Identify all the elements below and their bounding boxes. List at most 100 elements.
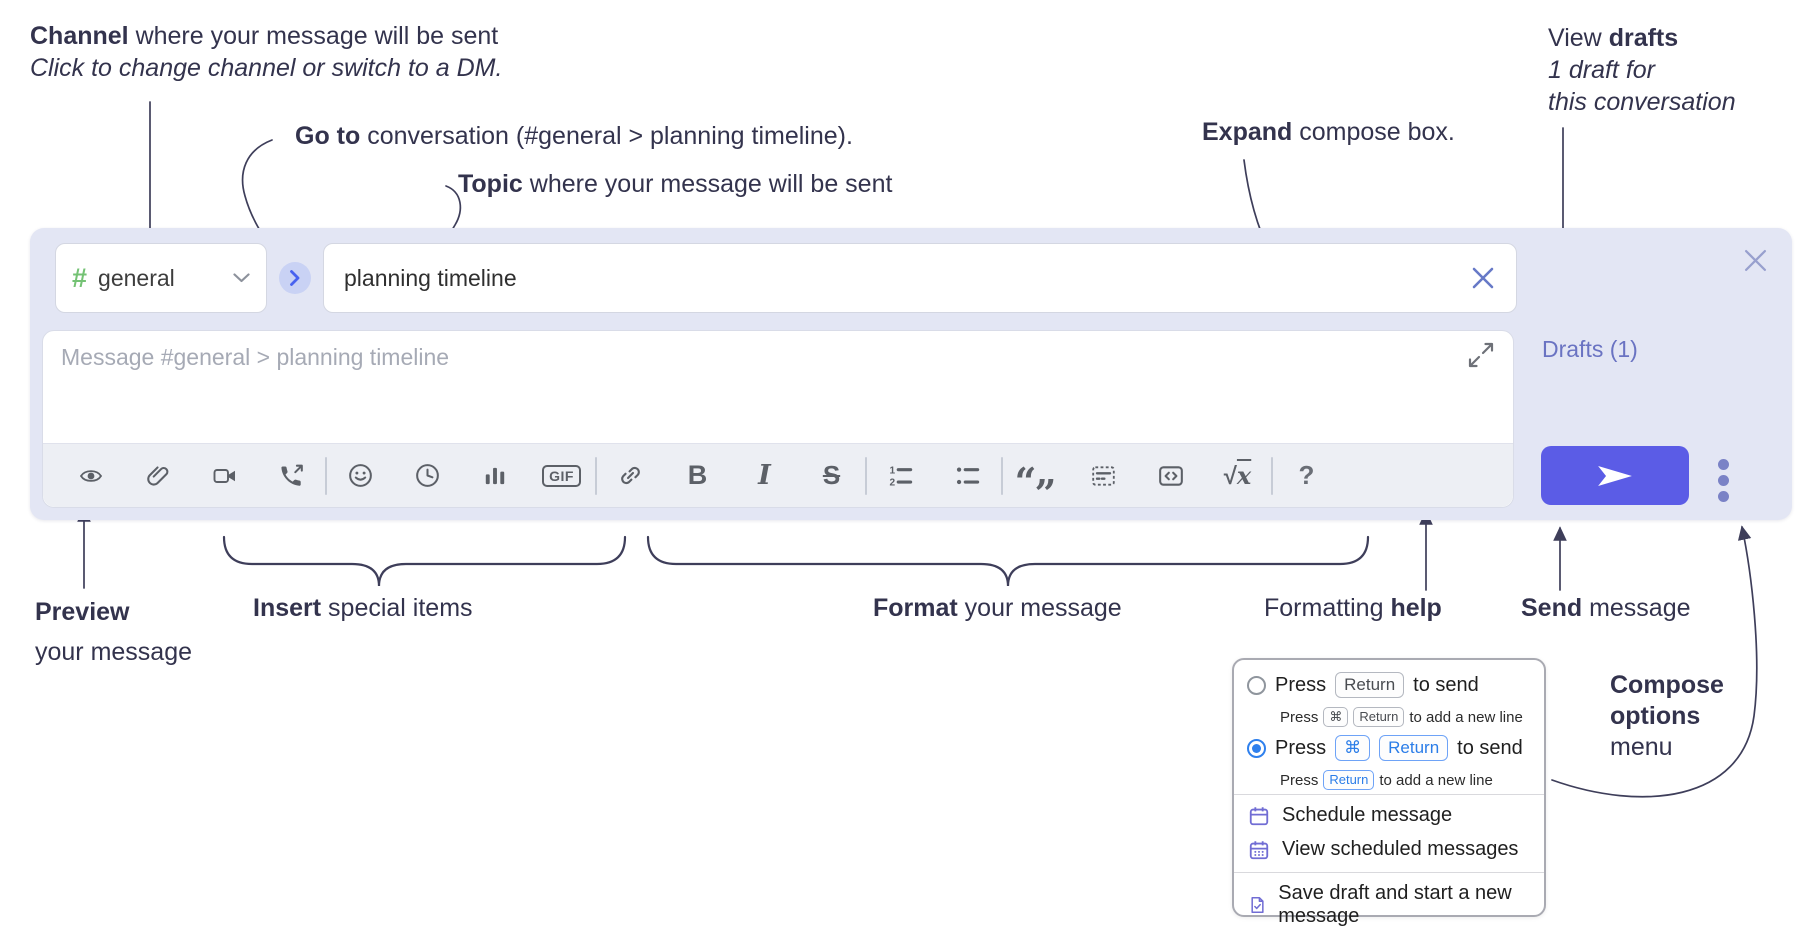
channel-annotation: Channel where your message will be sent … [30,22,503,82]
toolbar-separator [595,456,597,495]
math-tex-icon: √x [1223,460,1252,490]
radio-on-icon[interactable] [1247,738,1266,758]
expand-compose-icon[interactable] [1467,341,1497,371]
bulleted-list-button[interactable] [934,452,1001,500]
send-option-return-subtext: Press ⌘ Return to add a new line [1280,707,1523,727]
return-key: Return [1353,707,1405,727]
option-text: to send [1413,673,1479,696]
option-text: Press [1275,673,1327,696]
topic-input[interactable] [324,264,1464,292]
spoiler-icon [1092,465,1115,486]
send-option-return[interactable]: Press Return to send [1247,672,1479,698]
strikethrough-icon: S [822,460,841,490]
menu-item-label: View scheduled messages [1282,838,1519,860]
toolbar-separator [1271,456,1273,495]
question-mark-icon: ? [1298,460,1315,490]
global-time-button[interactable] [394,452,461,500]
format-annotation: Format your message [873,594,1122,622]
gif-button[interactable]: GIF [528,452,595,500]
link-button[interactable] [597,452,664,500]
topic-input-wrapper [323,243,1517,313]
message-formatting-help-button[interactable]: ? [1273,452,1340,500]
voice-call-button[interactable] [258,452,325,500]
goto-annotation: Go to conversation (#general > planning … [295,122,853,150]
paperclip-icon [146,465,168,486]
message-compose-area[interactable]: Message #general > planning timeline [42,330,1514,516]
video-call-button[interactable] [191,452,258,500]
option-text: Press [1275,736,1327,759]
link-icon [621,466,640,485]
channel-hash-icon: # [72,262,88,293]
view-scheduled-messages-item[interactable]: View scheduled messages [1248,838,1518,861]
attach-file-button[interactable] [124,452,191,500]
calendar-grid-icon [1249,840,1269,859]
insert-annotation: Insert special items [253,594,473,622]
quote-icon: “” [1014,458,1057,516]
preview-annotation: Preview your message [35,598,193,666]
brace-format [646,535,1370,587]
save-draft-item[interactable]: Save draft and start a new message [1248,882,1544,928]
gif-icon: GIF [542,464,581,487]
radio-off-icon[interactable] [1247,675,1266,695]
svg-text:2: 2 [889,478,895,489]
topic-clear-icon[interactable] [1472,267,1494,289]
go-to-conversation-button[interactable] [279,262,311,294]
poll-button[interactable] [461,452,528,500]
chevron-down-icon [233,273,250,283]
clock-icon [416,464,439,487]
emoji-button[interactable] [327,452,394,500]
menu-item-label: Save draft and start a new message [1278,882,1512,927]
message-placeholder: Message #general > planning timeline [61,344,450,370]
toolbar-separator [325,456,327,495]
svg-text:1: 1 [889,465,895,476]
strikethrough-button[interactable]: S [798,452,865,500]
compose-options-menu: Press Return to send Press ⌘ Return to a… [1232,658,1546,927]
video-camera-icon [213,468,235,483]
return-key: Return [1335,672,1405,698]
bar-chart-icon [485,467,504,484]
numbered-list-icon: 12 [889,465,913,489]
code-button[interactable] [1137,452,1204,500]
toolbar-separator [865,456,867,495]
compose-box: # general Message #general > planning ti… [30,228,1792,520]
formatting-help-annotation: Formatting help [1264,594,1442,622]
spoiler-button[interactable] [1070,452,1137,500]
send-plane-icon [1598,465,1632,486]
bold-icon: B [687,460,708,490]
cmd-key: ⌘ [1335,735,1371,761]
return-key: Return [1323,770,1375,790]
channel-selector[interactable]: # general [55,243,267,313]
quote-button[interactable]: “” [1003,452,1070,516]
compose-options-button[interactable] [1718,459,1729,502]
italic-button[interactable]: I [731,452,798,500]
menu-divider [1234,872,1544,873]
draft-document-icon [1251,897,1264,913]
channel-name: general [98,264,175,291]
view-drafts-annotation: View drafts 1 draft for this conversatio… [1548,24,1736,116]
eye-icon [79,469,102,482]
send-option-cmd-return[interactable]: Press ⌘ Return to send [1247,735,1523,761]
drafts-link[interactable]: Drafts (1) [1542,336,1638,362]
menu-item-label: Schedule message [1282,804,1453,826]
menu-divider [1234,794,1544,795]
send-option-cmd-return-subtext: Press Return to add a new line [1280,770,1493,790]
bold-button[interactable]: B [664,452,731,500]
expand-annotation: Expand compose box. [1202,118,1455,146]
smiley-icon [349,464,372,487]
schedule-message-item[interactable]: Schedule message [1248,804,1452,827]
brace-insert [222,535,627,587]
math-button[interactable]: √x [1204,452,1271,500]
send-button[interactable] [1541,446,1689,505]
send-annotation: Send message [1521,594,1691,622]
calendar-icon [1249,806,1269,825]
option-text: to send [1457,736,1523,759]
close-compose-icon[interactable] [1743,248,1768,273]
return-key: Return [1379,735,1449,761]
preview-button[interactable] [57,452,124,500]
chevron-right-icon [290,270,300,286]
italic-icon: I [758,460,771,491]
phone-call-icon [281,464,303,486]
